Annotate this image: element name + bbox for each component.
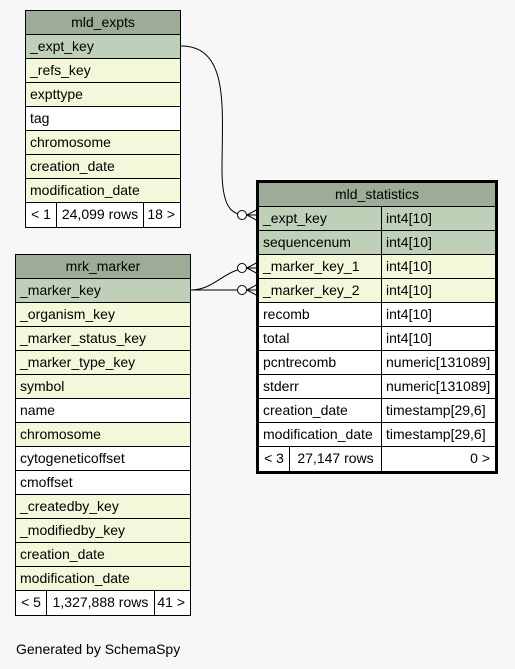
column-row[interactable]: _marker_status_key	[16, 327, 190, 351]
column-name: creation_date	[263, 402, 348, 418]
column-name: recomb	[263, 306, 310, 322]
table-mld-expts[interactable]: mld_expts _expt_key _refs_key expttype tag ch…	[25, 10, 181, 228]
row-count: 1,327,888 rows	[46, 591, 154, 615]
child-count: 0 >	[381, 447, 495, 471]
column-type: numeric[131089]	[381, 375, 495, 398]
column-name: modification_date	[263, 426, 373, 442]
column-row[interactable]: expttype	[26, 83, 180, 107]
column-name: modification_date	[30, 182, 140, 198]
column-name: expttype	[30, 86, 83, 102]
column-name: pcntrecomb	[263, 354, 337, 370]
column-row[interactable]: name	[16, 399, 190, 423]
column-row[interactable]: modification_date	[16, 567, 190, 591]
column-row[interactable]: _marker_key	[16, 279, 190, 303]
column-name: chromosome	[20, 426, 101, 442]
column-row[interactable]: tag	[26, 107, 180, 131]
column-row[interactable]: _refs_key	[26, 59, 180, 83]
column-row[interactable]: modification_date timestamp[29,6]	[259, 423, 495, 447]
column-type: int4[10]	[381, 279, 495, 302]
parent-count: < 5	[21, 594, 41, 610]
table-title[interactable]: mld_expts	[26, 11, 180, 35]
column-type: int4[10]	[381, 231, 495, 254]
column-name: chromosome	[30, 134, 111, 150]
column-row[interactable]: modification_date	[26, 179, 180, 203]
link-expt-key-optional-marker	[237, 210, 247, 220]
column-name: cytogeneticoffset	[20, 450, 125, 466]
column-row[interactable]: _marker_key_2 int4[10]	[259, 279, 495, 303]
table-title[interactable]: mrk_marker	[16, 255, 190, 279]
column-name: _modifiedby_key	[20, 522, 126, 538]
column-row[interactable]: _modifiedby_key	[16, 519, 190, 543]
column-name: _marker_key	[20, 282, 101, 298]
column-type: numeric[131089]	[381, 351, 495, 374]
column-name: name	[20, 402, 56, 418]
link-marker-key-2-optional-marker	[237, 285, 247, 295]
column-name: _marker_status_key	[20, 330, 147, 346]
column-type: int4[10]	[381, 255, 495, 278]
column-row[interactable]: creation_date timestamp[29,6]	[259, 399, 495, 423]
column-name: _marker_key_1	[263, 258, 360, 274]
column-row[interactable]: cmoffset	[16, 471, 190, 495]
column-row[interactable]: sequencenum int4[10]	[259, 231, 495, 255]
column-type: timestamp[29,6]	[381, 399, 495, 422]
column-type: int4[10]	[381, 207, 495, 230]
link-marker-key-1-optional-marker	[237, 263, 247, 273]
column-name: _expt_key	[263, 210, 327, 226]
column-row[interactable]: creation_date	[26, 155, 180, 179]
column-type: timestamp[29,6]	[381, 423, 495, 446]
column-row[interactable]: _organism_key	[16, 303, 190, 327]
table-mrk-marker[interactable]: mrk_marker _marker_key _organism_key _marke…	[15, 254, 191, 616]
column-name: _createdby_key	[20, 498, 119, 514]
column-row[interactable]: cytogeneticoffset	[16, 447, 190, 471]
column-row[interactable]: stderr numeric[131089]	[259, 375, 495, 399]
link-expt-key	[180, 45, 251, 216]
column-name: _marker_type_key	[20, 354, 136, 370]
column-name: sequencenum	[263, 234, 351, 250]
column-name: _marker_key_2	[263, 282, 360, 298]
column-name: tag	[30, 110, 50, 126]
column-name: modification_date	[20, 570, 130, 586]
column-name: cmoffset	[20, 474, 73, 490]
column-row[interactable]: _expt_key	[26, 35, 180, 59]
column-row[interactable]: _marker_type_key	[16, 351, 190, 375]
column-name: total	[263, 330, 290, 346]
column-type: int4[10]	[381, 327, 495, 350]
child-count: 18 >	[143, 203, 180, 227]
column-row[interactable]: chromosome	[26, 131, 180, 155]
column-name: _organism_key	[20, 306, 115, 322]
column-row[interactable]: _marker_key_1 int4[10]	[259, 255, 495, 279]
column-row[interactable]: _expt_key int4[10]	[259, 207, 495, 231]
table-title[interactable]: mld_statistics	[259, 183, 495, 207]
column-row[interactable]: pcntrecomb numeric[131089]	[259, 351, 495, 375]
column-name: _expt_key	[30, 38, 94, 54]
generated-by-footer: Generated by SchemaSpy	[16, 641, 181, 657]
column-name: creation_date	[20, 546, 105, 562]
column-name: _refs_key	[30, 62, 91, 78]
parent-count: < 3	[264, 450, 284, 466]
column-name: stderr	[263, 378, 299, 394]
row-count: 24,099 rows	[56, 203, 143, 227]
column-row[interactable]: chromosome	[16, 423, 190, 447]
column-name: symbol	[20, 378, 65, 394]
column-row[interactable]: creation_date	[16, 543, 190, 567]
row-count: 27,147 rows	[289, 447, 381, 471]
parent-count: < 1	[31, 206, 51, 222]
column-name: creation_date	[30, 158, 115, 174]
column-type: int4[10]	[381, 303, 495, 326]
column-row[interactable]: symbol	[16, 375, 190, 399]
column-row[interactable]: _createdby_key	[16, 495, 190, 519]
column-row[interactable]: recomb int4[10]	[259, 303, 495, 327]
column-row[interactable]: total int4[10]	[259, 327, 495, 351]
child-count: 41 >	[154, 591, 190, 615]
